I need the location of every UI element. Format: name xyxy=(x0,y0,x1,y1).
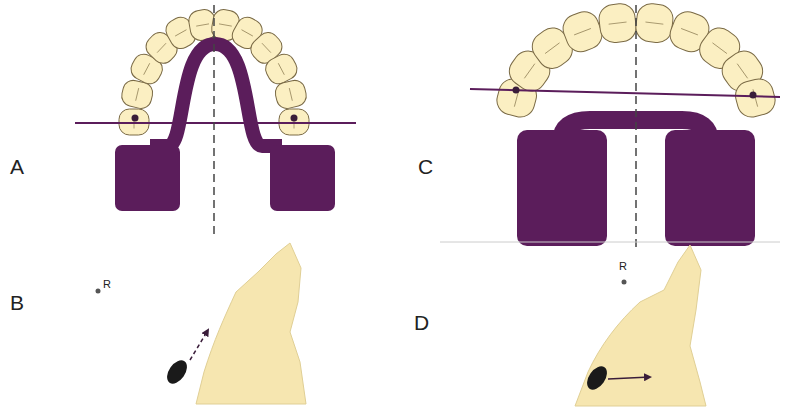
tooth-detail xyxy=(278,63,284,75)
panel-letter: C xyxy=(418,156,433,177)
movement-arrow xyxy=(190,330,208,360)
tooth-detail xyxy=(737,64,747,79)
tooth-detail xyxy=(574,28,591,34)
rotation-center xyxy=(96,289,101,294)
tooth-detail xyxy=(219,24,232,26)
molar-point xyxy=(750,92,757,99)
tooth-detail xyxy=(196,24,209,26)
reference-line xyxy=(75,122,356,124)
tooth-detail xyxy=(144,63,150,75)
tooth-detail xyxy=(645,22,663,24)
tooth-detail xyxy=(136,88,139,101)
tooth-detail xyxy=(712,43,726,54)
molar-point xyxy=(132,115,139,122)
tooth-detail xyxy=(545,43,559,54)
tooth-detail xyxy=(524,64,534,79)
rotation-center-label: R xyxy=(103,279,111,290)
tooth-profile xyxy=(575,245,706,406)
appliance-block xyxy=(665,130,755,246)
bracket xyxy=(583,363,611,393)
tooth xyxy=(559,8,606,56)
tooth-detail xyxy=(609,22,627,24)
panel-letter: D xyxy=(414,312,429,333)
molar-point xyxy=(513,87,520,94)
tooth xyxy=(732,76,778,121)
tooth-detail xyxy=(175,30,186,36)
bracket xyxy=(163,357,191,387)
midline xyxy=(213,5,215,236)
tooth xyxy=(634,2,674,44)
appliance-block xyxy=(517,130,607,246)
molar-point xyxy=(291,115,298,122)
panel-letter: B xyxy=(10,292,24,313)
rotation-center xyxy=(622,280,627,285)
separator xyxy=(440,242,780,243)
midline xyxy=(635,5,637,252)
appliance-block xyxy=(115,145,180,211)
tooth-detail xyxy=(242,30,253,36)
tooth xyxy=(597,2,637,44)
tooth-detail xyxy=(681,28,698,34)
panel-letter: A xyxy=(10,156,24,177)
appliance-block xyxy=(270,145,335,211)
tooth-detail xyxy=(262,43,271,52)
tooth xyxy=(273,78,308,110)
tooth-detail xyxy=(157,43,166,52)
tooth-detail xyxy=(289,88,292,101)
appliance-wire xyxy=(150,44,282,146)
movement-arrow xyxy=(608,377,650,379)
rotation-center-label: R xyxy=(619,261,627,272)
tooth-profile xyxy=(196,243,306,404)
